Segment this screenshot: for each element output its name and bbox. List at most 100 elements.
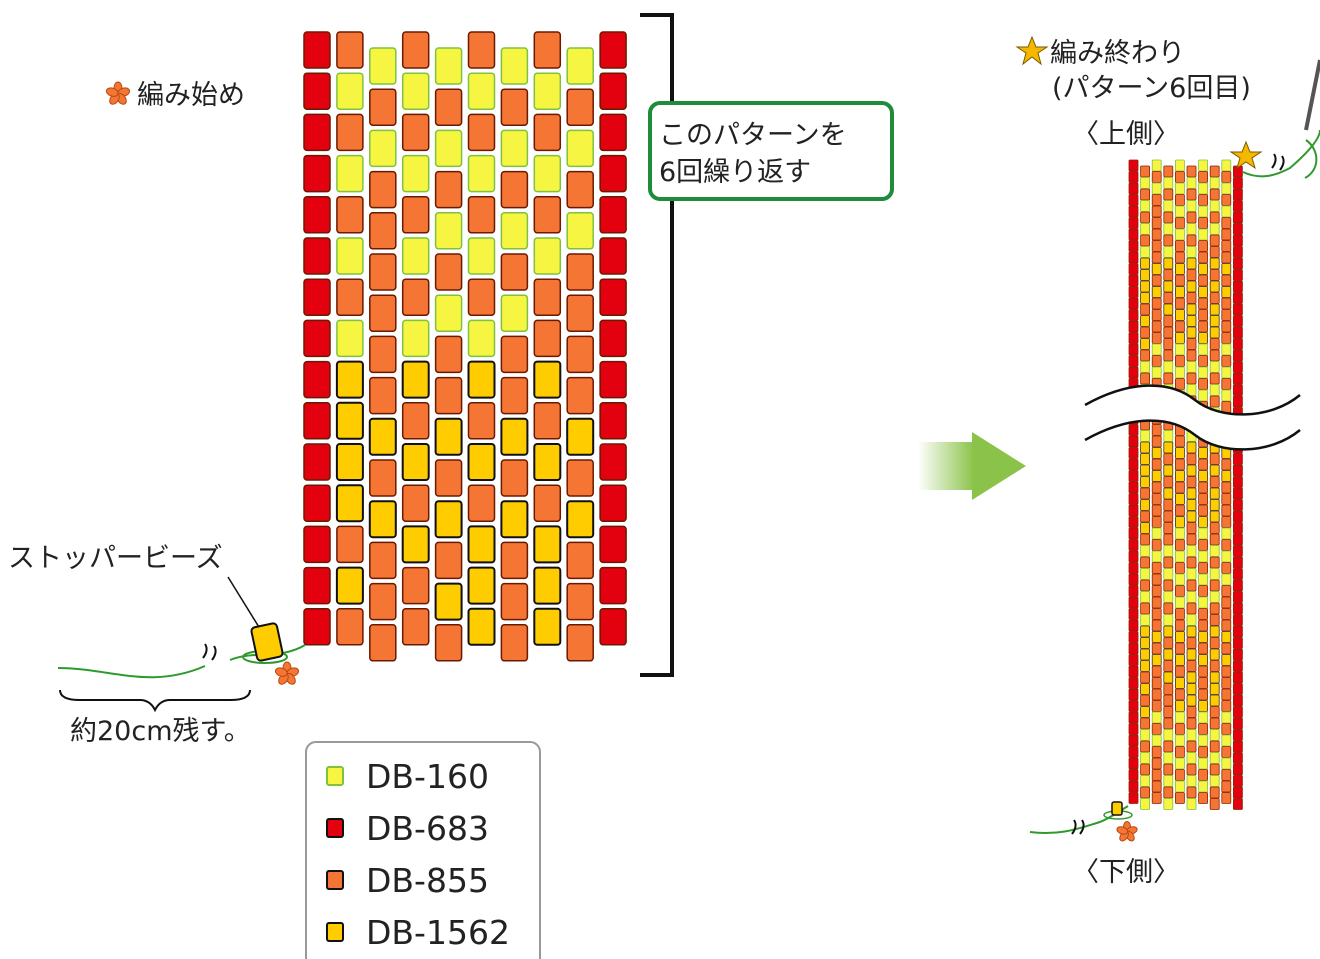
bead xyxy=(1209,740,1220,753)
bead xyxy=(533,278,562,316)
bead xyxy=(1128,746,1139,758)
bead xyxy=(401,196,430,234)
bead xyxy=(1233,591,1243,603)
bead xyxy=(1140,269,1150,281)
bead xyxy=(1198,366,1208,379)
bead xyxy=(1163,441,1174,454)
bead xyxy=(1186,223,1197,235)
bead xyxy=(1163,361,1174,373)
strip-break-line-bottom xyxy=(1084,419,1301,451)
bead xyxy=(1128,619,1139,632)
bead xyxy=(1209,349,1220,362)
bead xyxy=(1175,171,1185,183)
bead xyxy=(1233,234,1243,247)
bead xyxy=(1151,700,1162,712)
bead xyxy=(1128,343,1139,356)
bead xyxy=(303,525,331,564)
bead xyxy=(1221,619,1232,632)
repeat-note-box xyxy=(648,101,894,201)
bead xyxy=(1186,499,1197,511)
bead xyxy=(1151,251,1162,264)
bead xyxy=(1151,228,1162,241)
bead xyxy=(1198,297,1208,310)
bead xyxy=(369,129,397,168)
end-label: 編み終わり xyxy=(1050,38,1185,69)
needle-icon xyxy=(1304,59,1320,131)
bead xyxy=(1209,499,1220,511)
bead xyxy=(1233,372,1243,385)
bead xyxy=(1221,562,1232,574)
bead xyxy=(1209,165,1220,178)
bead xyxy=(1163,372,1174,385)
bead xyxy=(1151,343,1162,356)
bead xyxy=(1163,200,1174,212)
bead xyxy=(1151,217,1162,229)
bead xyxy=(303,113,331,152)
bead xyxy=(1175,585,1185,597)
bead xyxy=(1163,315,1174,327)
bead xyxy=(1209,579,1220,592)
bead xyxy=(1128,251,1139,264)
bead xyxy=(467,278,496,316)
bead xyxy=(467,319,496,358)
strip-break-line-top xyxy=(1084,384,1301,416)
bead xyxy=(500,624,529,662)
bead xyxy=(1151,435,1162,448)
bead xyxy=(1209,625,1220,638)
bead xyxy=(533,484,562,522)
bead xyxy=(599,237,627,275)
bead xyxy=(533,31,562,69)
bead xyxy=(1233,786,1243,799)
bead xyxy=(1151,332,1162,344)
bead xyxy=(1163,303,1174,316)
bead xyxy=(500,212,529,250)
bead xyxy=(500,47,529,85)
bead xyxy=(1151,297,1162,310)
bead xyxy=(1186,694,1197,707)
right-arrow-icon xyxy=(918,432,1026,500)
bead xyxy=(1186,349,1197,362)
bead xyxy=(599,525,627,564)
bead xyxy=(1175,746,1185,758)
bead xyxy=(1233,269,1243,281)
bead xyxy=(500,170,529,209)
bead xyxy=(1221,355,1232,367)
bead xyxy=(1175,631,1185,643)
bead xyxy=(1209,211,1220,224)
bead xyxy=(1175,596,1185,609)
bead xyxy=(1151,654,1162,666)
bead xyxy=(1186,188,1197,201)
bead xyxy=(566,294,594,332)
bead xyxy=(1128,631,1139,643)
bead xyxy=(1233,614,1243,626)
bead xyxy=(1140,683,1150,695)
bead xyxy=(1163,637,1174,649)
bead xyxy=(1151,665,1162,678)
bead xyxy=(1209,798,1220,810)
bead xyxy=(1140,177,1150,189)
bead xyxy=(303,566,331,605)
bead xyxy=(1128,435,1139,448)
end-note-label: (パターン6回目) xyxy=(1052,73,1251,104)
bead xyxy=(336,319,364,358)
bead xyxy=(566,624,594,662)
bead xyxy=(1233,694,1243,707)
bead xyxy=(1128,424,1139,436)
bead xyxy=(1140,292,1150,304)
bead xyxy=(1209,706,1220,718)
bead xyxy=(369,541,397,580)
bead xyxy=(1198,677,1208,689)
bead xyxy=(1209,522,1220,534)
bead xyxy=(1128,527,1139,540)
bead xyxy=(1175,700,1185,712)
bead xyxy=(434,459,463,497)
bead xyxy=(1175,792,1185,804)
bead xyxy=(1175,481,1185,494)
bead xyxy=(1163,729,1174,741)
bead xyxy=(1233,280,1243,293)
bead xyxy=(467,196,496,234)
bead xyxy=(1163,223,1174,235)
bead xyxy=(1163,660,1174,672)
bead xyxy=(1198,309,1208,321)
bead xyxy=(336,278,364,316)
